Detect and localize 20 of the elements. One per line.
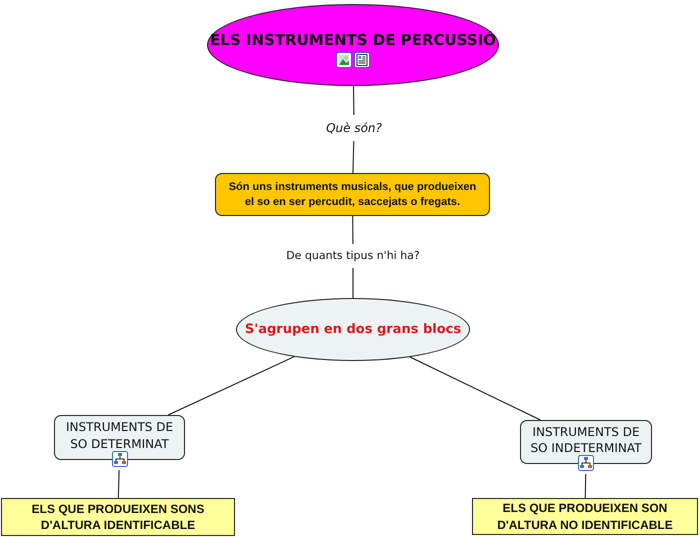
concept-text: Són uns instruments musicals, que produeixen el so en ser percudit, saccejats o fregats.	[228, 180, 477, 210]
connector-line	[353, 86, 354, 116]
concept-box	[472, 498, 698, 535]
connector-line	[409, 356, 541, 420]
linking-phrase: De quants tipus n'hi ha?	[286, 248, 420, 264]
concept-box	[1, 498, 235, 536]
concept-text: ELS QUE PRODUEIXEN SON D'ALTURA NO IDENTIFICABLE	[496, 500, 674, 533]
linking-phrase: Què són?	[326, 120, 382, 136]
connector-line	[168, 356, 295, 416]
topic-title: ELS INSTRUMENTS DE PERCUSSIÓ	[210, 30, 496, 50]
concept-text: ELS QUE PRODUEIXEN SONS D'ALTURA IDENTIFICABLE	[30, 500, 206, 534]
concept-box	[215, 173, 490, 216]
concept-text: S'agrupen en dos grans blocs	[244, 320, 462, 338]
connector-line	[352, 140, 354, 174]
connector-line	[352, 268, 354, 298]
concept-text: INSTRUMENTS DE SO INDETERMINAT	[530, 424, 642, 456]
connector-line	[584, 474, 586, 498]
connector-line	[352, 216, 354, 244]
concept-text: INSTRUMENTS DE SO DETERMINAT	[64, 419, 174, 452]
connector-line	[118, 470, 120, 498]
